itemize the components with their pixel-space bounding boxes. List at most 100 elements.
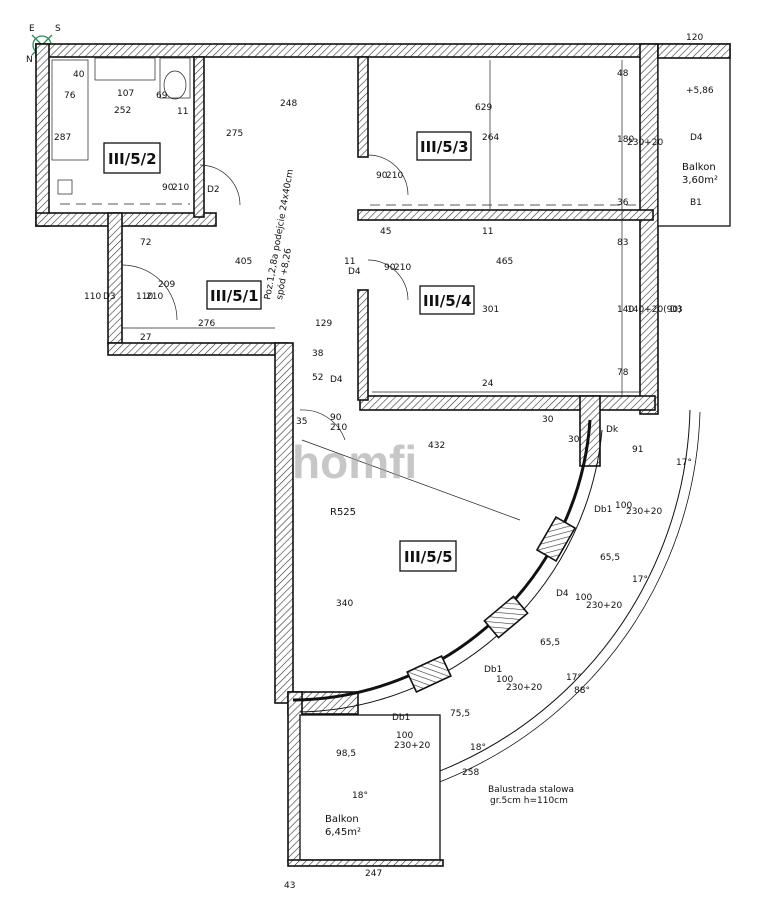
door-tag-dk: Dk [606, 425, 619, 435]
dim-78: 78 [617, 368, 629, 378]
angle-17a: 17° [676, 458, 692, 468]
door-tag-db1b: Db1 [484, 665, 502, 675]
room-III-5-5: III/5/5 [404, 548, 453, 566]
dim-210e: 210 [386, 171, 403, 181]
room-labels: III/5/2 III/5/3 III/5/1 III/5/4 III/5/5 [103, 131, 475, 572]
dim-465: 465 [496, 257, 513, 267]
balcony-area-1: 3,60m² [682, 175, 718, 186]
room-III-5-3: III/5/3 [420, 138, 469, 156]
dim-72: 72 [140, 238, 151, 248]
dim-45: 45 [380, 227, 391, 237]
dim-24: 24 [482, 379, 494, 389]
dim-129: 129 [315, 319, 332, 329]
dim-top-120: 120 [686, 33, 703, 43]
door-tag-d4d: D4 [556, 589, 569, 599]
dim-100d: 100 [396, 731, 413, 741]
dim-210a: 210 [146, 292, 163, 302]
dim-75-5: 75,5 [450, 709, 470, 719]
angle-17b: 17° [632, 575, 648, 585]
dim-180: 180 [617, 135, 634, 145]
balcony-area-2: 6,45m² [325, 827, 361, 838]
dim-107: 107 [117, 89, 134, 99]
dim-230-20c: 230+20 [586, 601, 622, 611]
dim-210d: 210 [394, 263, 411, 273]
dim-11b: 11 [344, 257, 355, 267]
dim-35: 35 [296, 417, 307, 427]
dim-100a: 100 [615, 501, 632, 511]
dim-83: 83 [617, 238, 628, 248]
dim-210b: 210 [330, 423, 347, 433]
dim-210c: 210 [172, 183, 189, 193]
furniture-lines [51, 57, 640, 441]
dim-247: 247 [365, 869, 382, 879]
dim-65-5b: 65,5 [540, 638, 560, 648]
door-tag-db1c: Db1 [392, 713, 410, 723]
door-tag-d2: D2 [207, 185, 220, 195]
dim-11c: 11 [482, 227, 493, 237]
balcony-bottom: Balkon 6,45m² [287, 714, 444, 867]
dim-230-20d: 230+20 [506, 683, 542, 693]
dim-629: 629 [475, 103, 492, 113]
dim-30a: 30 [542, 415, 554, 425]
room-III-5-1: III/5/1 [210, 287, 259, 305]
dim-43: 43 [284, 881, 295, 891]
compass-n: N [26, 55, 33, 65]
dim-340: 340 [336, 599, 353, 609]
door-tags: D2 D3 D4 D4 D4 B1 D3 Db1 D4 Db1 Db1 Dk [103, 133, 703, 723]
dim-27: 27 [140, 333, 151, 343]
dim-98-5: 98,5 [336, 749, 356, 759]
dim-38: 38 [312, 349, 324, 359]
dim-100b: 100 [575, 593, 592, 603]
balcony-level: +5,86 [686, 86, 714, 96]
balcony-label-2: Balkon [325, 814, 359, 825]
dim-30b: 30 [568, 435, 580, 445]
dim-287: 287 [54, 133, 71, 143]
dim-48: 48 [617, 69, 629, 79]
door-tag-d3: D3 [103, 292, 116, 302]
dim-76: 76 [64, 91, 76, 101]
dim-90a: 90 [330, 413, 342, 423]
dim-11a: 11 [177, 107, 188, 117]
dim-65-5a: 65,5 [600, 553, 620, 563]
balcony-right: +5,86 Balkon 3,60m² 120 [657, 33, 731, 227]
watermark: homfi [292, 436, 417, 488]
balcony-label-1: Balkon [682, 162, 716, 173]
door-tag-d4a: D4 [348, 267, 361, 277]
dim-432: 432 [428, 441, 445, 451]
dimension-labels: 40 107 76 69 252 11 248 275 287 629 48 2… [54, 69, 692, 891]
room-III-5-4: III/5/4 [423, 292, 472, 310]
angle-88: 88° [574, 686, 590, 696]
dim-252: 252 [114, 106, 131, 116]
dim-69: 69 [156, 91, 168, 101]
door-tag-d3b: D3 [670, 305, 683, 315]
dim-258: 258 [462, 768, 479, 778]
dim-248: 248 [280, 99, 297, 109]
railing-note-1: Balustrada stalowa [488, 785, 574, 795]
dim-405: 405 [235, 257, 252, 267]
dim-301: 301 [482, 305, 499, 315]
door-tag-b1: B1 [690, 198, 702, 208]
walls [35, 43, 659, 863]
dim-140-20: 140+20(90) [627, 305, 682, 315]
dim-140: 140 [617, 305, 634, 315]
door-tag-d4c: D4 [690, 133, 703, 143]
dim-264: 264 [482, 133, 499, 143]
angle-18a: 18° [470, 743, 486, 753]
dim-36: 36 [617, 198, 629, 208]
dim-52: 52 [312, 373, 323, 383]
dim-110a: 110 [84, 292, 101, 302]
dim-230-20b: 230+20 [626, 507, 662, 517]
dim-276: 276 [198, 319, 215, 329]
door-tag-db1a: Db1 [594, 505, 612, 515]
dim-110b: 110 [136, 292, 153, 302]
dim-91: 91 [632, 445, 643, 455]
dim-275: 275 [226, 129, 243, 139]
railing-note-2: gr.5cm h=110cm [490, 796, 568, 806]
angle-18b: 18° [352, 791, 368, 801]
door-tag-d4b: D4 [330, 375, 343, 385]
dim-90b: 90 [162, 183, 174, 193]
angle-17c: 17° [566, 673, 582, 683]
dim-100c: 100 [496, 675, 513, 685]
dim-90d: 90 [376, 171, 388, 181]
